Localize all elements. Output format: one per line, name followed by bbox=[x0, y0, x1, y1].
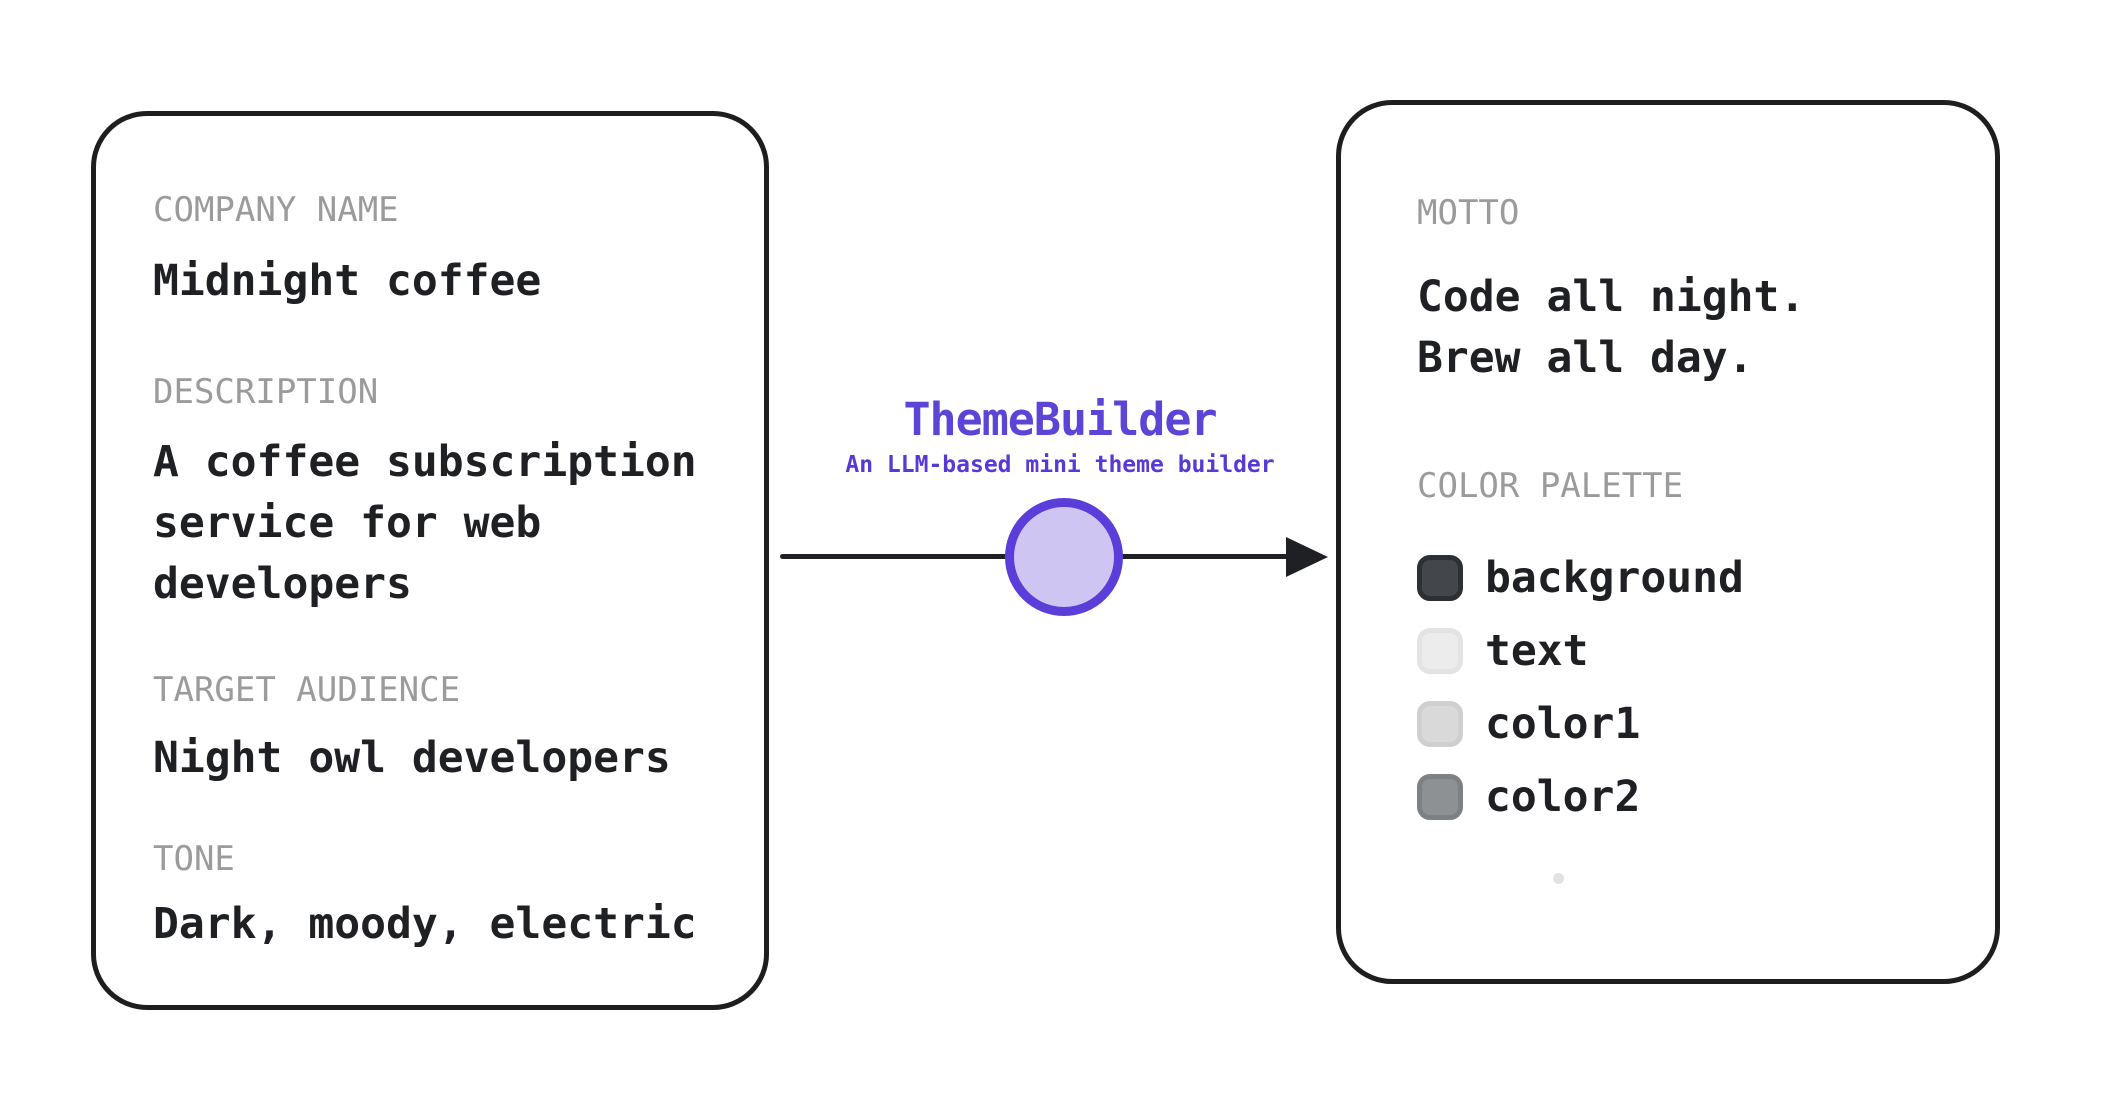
palette-row-color1: color1 bbox=[1417, 699, 1744, 749]
field-value-description: A coffee subscription service for web de… bbox=[153, 437, 697, 609]
color-name-text: text bbox=[1485, 626, 1589, 676]
color-swatch-color2 bbox=[1417, 774, 1463, 820]
palette-row-text: text bbox=[1417, 626, 1744, 676]
field-value-company-name: Midnight coffee bbox=[153, 256, 542, 306]
color-swatch-color1 bbox=[1417, 701, 1463, 747]
palette-row-color2: color2 bbox=[1417, 772, 1744, 822]
color-palette-list: background text color1 color2 bbox=[1417, 553, 1744, 846]
color-swatch-background bbox=[1417, 555, 1463, 601]
transformer-subtitle: An LLM-based mini theme builder bbox=[845, 452, 1275, 478]
field-value-tone: Dark, moody, electric bbox=[153, 899, 697, 949]
input-brief-card: COMPANY NAME Midnight coffee DESCRIPTION… bbox=[91, 111, 769, 1010]
arrow-head-icon bbox=[1286, 537, 1328, 577]
color-swatch-text bbox=[1417, 628, 1463, 674]
transformer-node-circle bbox=[1005, 498, 1123, 616]
field-label-description: DESCRIPTION bbox=[153, 372, 379, 412]
motto-label: MOTTO bbox=[1417, 193, 1520, 233]
field-value-target-audience: Night owl developers bbox=[153, 733, 671, 783]
palette-row-background: background bbox=[1417, 553, 1744, 603]
color-name-color1: color1 bbox=[1485, 699, 1641, 749]
motto-text: Code all night. Brew all day. bbox=[1417, 272, 1806, 383]
field-label-company-name: COMPANY NAME bbox=[153, 190, 399, 230]
field-label-tone: TONE bbox=[153, 839, 235, 879]
color-name-color2: color2 bbox=[1485, 772, 1641, 822]
color-palette-label: COLOR PALETTE bbox=[1417, 466, 1684, 506]
decorative-dot bbox=[1553, 873, 1564, 884]
transformer-title: ThemeBuilder bbox=[903, 393, 1217, 446]
color-name-background: background bbox=[1485, 553, 1744, 603]
field-label-target-audience: TARGET AUDIENCE bbox=[153, 670, 461, 710]
output-theme-card: MOTTO Code all night. Brew all day. COLO… bbox=[1336, 100, 2000, 984]
